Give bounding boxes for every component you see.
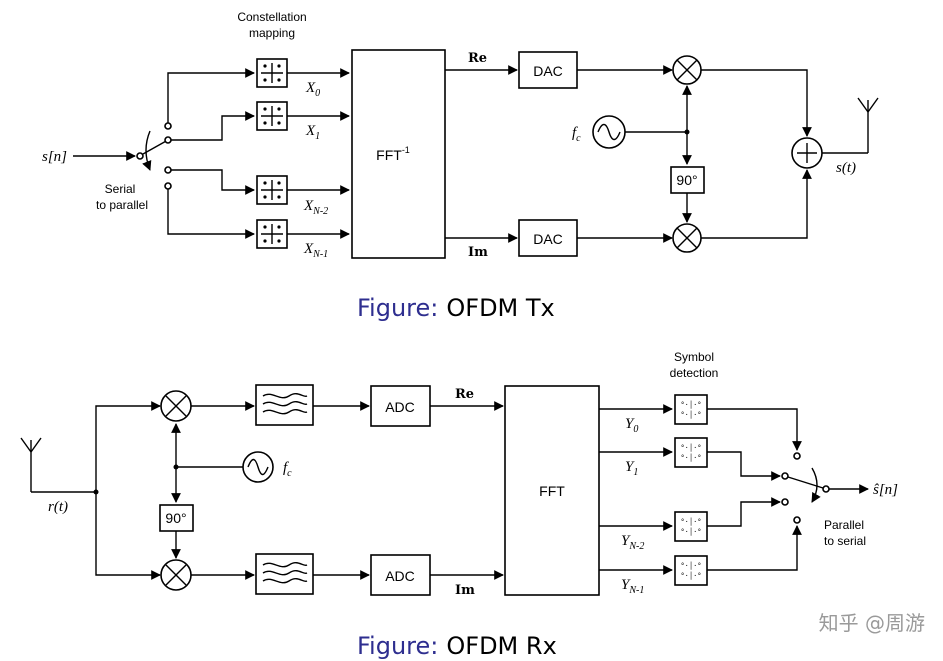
svg-text:°·│·°: °·│·° [680,443,701,452]
rx-antenna-icon [20,437,96,493]
rx-caption: Figure:OFDM Rx [357,632,557,660]
rx-phase-label: 90° [165,510,186,526]
tx-antenna-icon [822,97,879,154]
svg-text:°·│·°: °·│·° [680,517,701,526]
svg-text:°·│·°: °·│·° [680,410,701,419]
symbol-detection-box-n-2: °·│·° °·│·° [674,511,708,542]
constellation-mapping-label-line2: mapping [249,26,295,40]
svg-text:°·│·°: °·│·° [680,453,701,462]
ifft-label: FFT-1 [376,145,410,163]
yn-2-label: YN-2 [621,533,644,552]
rx-input-label: r(t) [48,499,68,515]
tx-im-label: Im [468,245,488,260]
parallel-label-line1: Parallel [824,518,864,532]
adc-label-re: ADC [385,399,415,415]
tx-re-label: Re [468,51,487,66]
serial-label-line2: to parallel [96,198,148,212]
rx-diagram: r(t) fc 90° [20,350,898,660]
symbol-detection-box-1: °·│·° °·│·° [674,437,708,468]
constellation-box-n-1 [256,219,288,249]
x0-label: X0 [305,80,320,99]
xn-1-label: XN-1 [303,241,328,260]
dac-label-re: DAC [533,63,563,79]
constellation-mapping-label-line1: Constellation [237,10,306,24]
watermark: 知乎 @周游 [819,611,925,635]
rx-lowpass-filter-im [255,553,314,595]
tx-output-label: s(t) [836,160,856,176]
symbol-detection-label-line1: Symbol [674,350,714,364]
rx-mixer-re [160,390,192,422]
xn-2-label: XN-2 [303,198,328,217]
ifft-block [351,49,446,259]
x1-label: X1 [305,123,320,142]
tx-caption: Figure:OFDM Tx [357,294,555,322]
svg-text:°·│·°: °·│·° [680,527,701,536]
rx-phase-shift-block [159,504,194,532]
yn-1-label: YN-1 [621,577,644,596]
symbol-detection-label-line2: detection [670,366,719,380]
rx-lowpass-filter-re [255,384,314,426]
rx-output-label: ŝ[n] [873,482,898,498]
tx-mixer-re [672,55,702,85]
svg-text:°·│·°: °·│·° [680,400,701,409]
rx-fc-label: fc [283,460,292,479]
constellation-box-1 [256,101,288,131]
symbol-detection-box-0: °·│·° °·│·° [674,394,708,425]
serial-to-parallel-switch [136,122,172,190]
tx-oscillator [592,115,626,149]
serial-label-line1: Serial [105,182,136,196]
rx-re-label: Re [455,387,474,402]
tx-diagram: Constellation mapping s[n] Serial to par… [42,10,879,322]
rx-mixer-im [160,559,192,591]
parallel-to-serial-switch [781,452,830,524]
adc-label-im: ADC [385,568,415,584]
fft-block [504,385,600,596]
constellation-box-0 [256,58,288,88]
fft-label: FFT [539,483,565,499]
rx-oscillator [242,451,274,483]
svg-text:°·│·°: °·│·° [680,571,701,580]
adc-block-im [370,554,431,596]
tx-phase-label: 90° [676,172,697,188]
parallel-label-line2: to serial [824,534,866,548]
dac-label-im: DAC [533,231,563,247]
constellation-box-n-2 [256,175,288,205]
svg-text:°·│·°: °·│·° [680,561,701,570]
tx-fc-label: fc [572,125,581,144]
tx-input-label: s[n] [42,149,67,165]
dac-block-re [518,51,578,89]
symbol-detection-box-n-1: °·│·° °·│·° [674,555,708,586]
tx-adder [791,137,823,169]
y0-label: Y0 [625,416,638,435]
y1-label: Y1 [625,459,638,478]
rx-im-label: Im [455,583,475,598]
tx-mixer-im [672,223,702,253]
